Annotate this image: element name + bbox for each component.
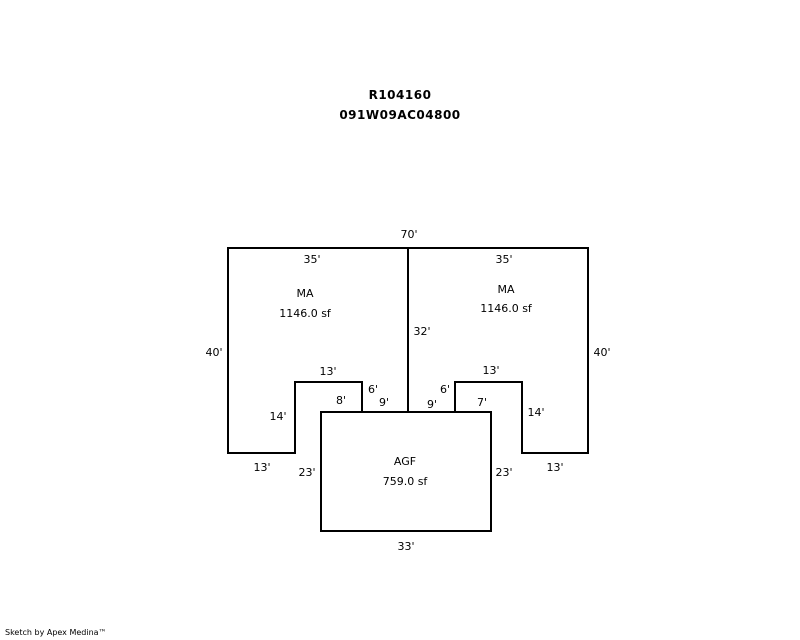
dim-top-total: 70' [400,228,417,241]
area-size-ma-left: 1146.0 sf [279,307,332,320]
dim-right-step-top: 13' [482,364,499,377]
area-label-agf: AGF [394,455,416,468]
area-label-ma-right: MA [497,283,514,296]
area-label-ma-left: MA [296,287,313,300]
dim-left-side: 40' [205,346,222,359]
area-size-agf: 759.0 sf [383,475,429,488]
dim-garage-bottom: 33' [397,540,414,553]
dim-garage-left: 23' [298,466,315,479]
dim-left-bottom: 13' [253,461,270,474]
dim-left-gap: 9' [379,396,389,409]
dim-right-side: 40' [593,346,610,359]
dim-left-step-drop: 14' [269,410,286,423]
dim-right-step-drop: 14' [527,406,544,419]
main-area-right-outline [408,247,589,454]
dim-left-step-side: 6' [368,383,378,396]
dim-right-step-inner: 7' [477,396,487,409]
dim-left-top: 35' [303,253,320,266]
dim-right-gap: 9' [427,398,437,411]
garage-outline [320,411,492,532]
dim-right-top: 35' [495,253,512,266]
dim-center-line: 32' [413,325,430,338]
parcel-id: R104160 [368,88,432,102]
area-size-ma-right: 1146.0 sf [480,302,533,315]
map-number: 091W09AC04800 [339,108,461,122]
main-area-left-outline [227,247,408,454]
dim-right-bottom: 13' [546,461,563,474]
dim-right-step-side: 6' [440,383,450,396]
sketch-credit: Sketch by Apex Medina™ [5,628,107,637]
dim-left-step-top: 13' [319,365,336,378]
dim-left-step-inner: 8' [336,394,346,407]
dim-garage-right: 23' [495,466,512,479]
